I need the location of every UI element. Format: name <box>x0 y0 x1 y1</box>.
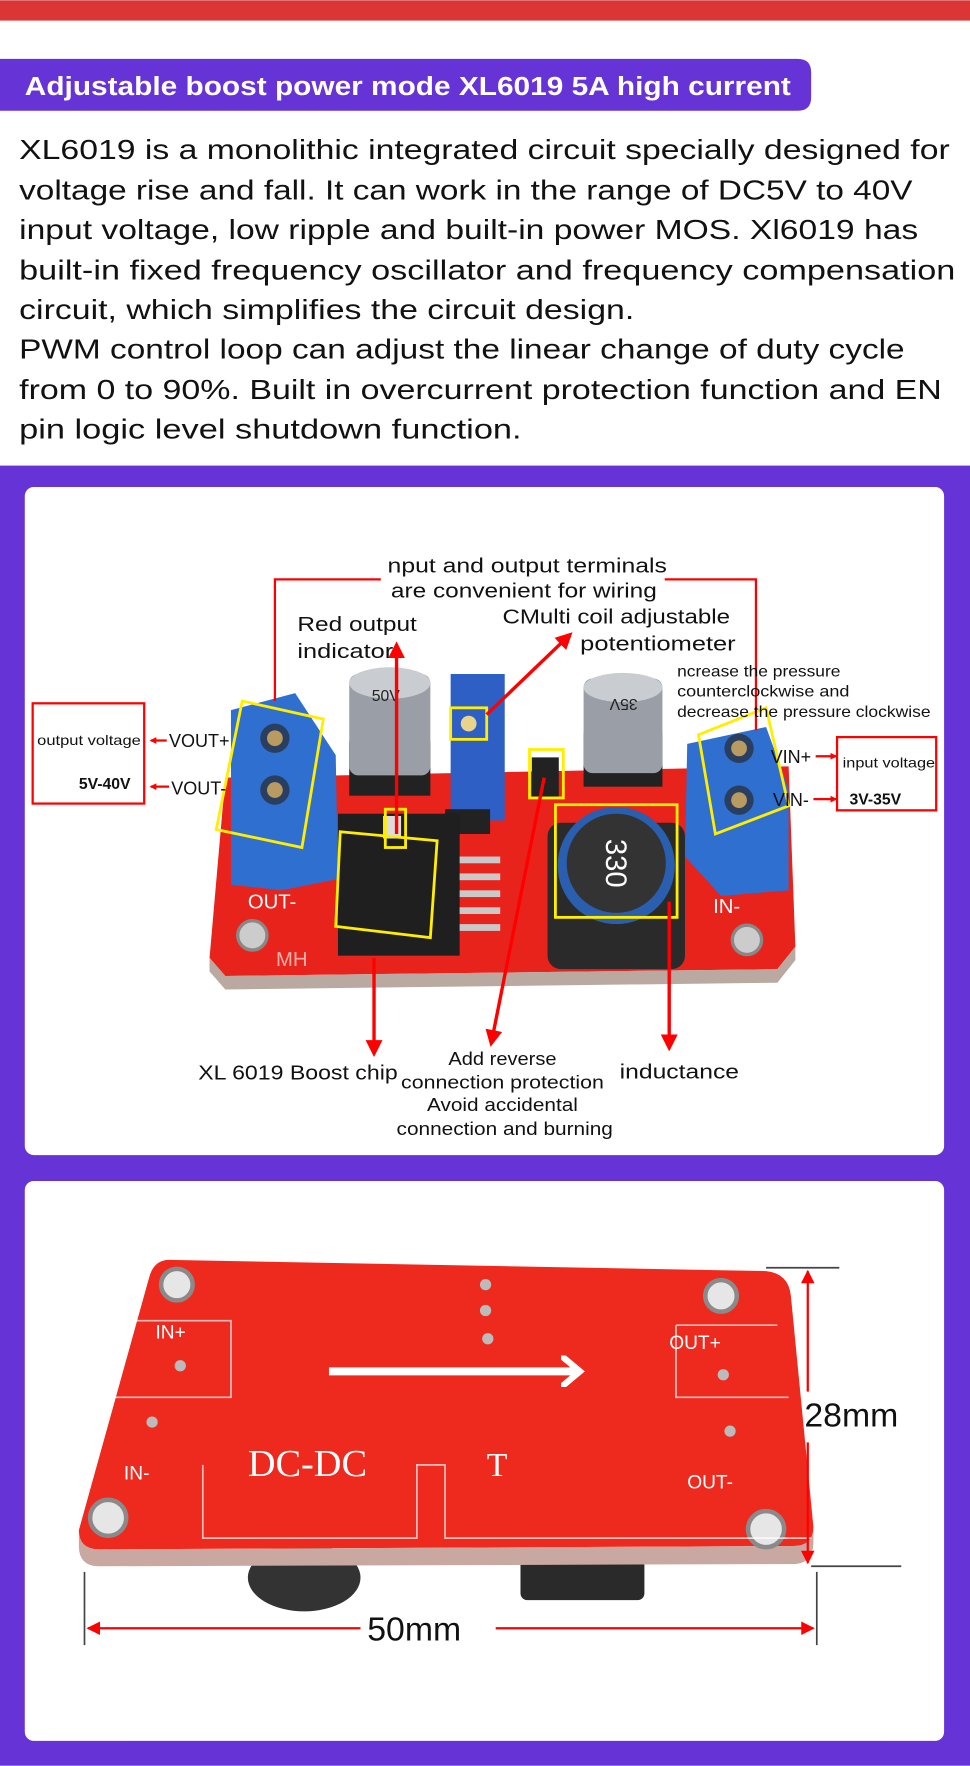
description-line: built-in fixed frequency oscillator and … <box>19 255 955 286</box>
pcb-board-bottom <box>78 1259 814 1550</box>
annotation-arrows <box>365 632 678 1058</box>
output-voltage-label: output voltage <box>37 733 141 748</box>
potentiometer-label: CMulti coil adjustable <box>502 606 730 628</box>
reverse-protection-note: Avoid accidental <box>427 1095 578 1115</box>
vout-minus-label: VOUT- <box>171 779 226 799</box>
pressure-note: counterclockwise and <box>677 684 849 701</box>
inductor-code: 330 <box>599 839 632 888</box>
potentiometer-part <box>450 674 505 821</box>
board-mark-t: T <box>487 1447 508 1484</box>
height-dimension: 28mm <box>804 1397 898 1435</box>
board-mark-mh: MH <box>276 949 308 971</box>
board-mark-dcdc: DC-DC <box>248 1443 367 1485</box>
description-line: PWM control loop can adjust the linear c… <box>19 334 905 365</box>
capacitor-left <box>349 674 431 776</box>
board-mark-in-plus: IN+ <box>155 1323 185 1344</box>
description-line: voltage rise and fall. It can work in th… <box>19 175 913 206</box>
board-mark-out-minus: OUT- <box>248 891 296 913</box>
potentiometer-label: potentiometer <box>580 633 736 655</box>
input-voltage-label: input voltage <box>843 756 935 771</box>
description-line: circuit, which simplifies the circuit de… <box>19 294 634 325</box>
reverse-protection-note: connection and burning <box>397 1119 613 1139</box>
capacitor-right <box>583 678 663 774</box>
width-dimension: 50mm <box>367 1611 461 1649</box>
red-indicator-label: Red output <box>297 614 417 636</box>
chip-label: XL 6019 Boost chip <box>198 1063 397 1085</box>
red-indicator-label: indicator <box>297 641 393 663</box>
description-line: XL6019 is a monolithic integrated circui… <box>19 134 950 165</box>
highlight-boxes <box>214 699 791 940</box>
terminals-note: are convenient for wiring <box>391 580 657 602</box>
terminals-bracket <box>664 578 758 731</box>
page-title: Adjustable boost power mode XL6019 5A hi… <box>25 73 791 101</box>
cap-left-mark: 50V <box>372 688 401 705</box>
vin-minus-label: VIN- <box>773 790 809 810</box>
input-voltage-range: 3V-35V <box>849 792 901 809</box>
dimensions-card: IN+ IN- OUT+ OUT- DC-DC T 28mm 50mm <box>24 1180 945 1741</box>
board-mark-out-plus: OUT+ <box>669 1333 721 1354</box>
pressure-note: ncrease the pressure <box>677 663 841 680</box>
pcb-board-top: OUT- IN- MH 50V 35V <box>209 667 796 990</box>
output-voltage-range: 5V-40V <box>79 776 131 793</box>
vin-plus-label: VIN+ <box>771 747 812 767</box>
description-line: pin logic level shutdown function. <box>19 414 521 445</box>
output-voltage-box <box>31 702 146 805</box>
cap-right-mark: 35V <box>609 695 638 712</box>
terminals-note: nput and output terminals <box>388 556 667 578</box>
terminals-bracket <box>273 578 381 702</box>
pressure-note: decrease the pressure clockwise <box>677 704 931 721</box>
board-mark-in-minus: IN- <box>713 896 740 918</box>
input-voltage-box <box>835 735 938 812</box>
reverse-protection-note: connection protection <box>401 1073 604 1093</box>
board-mark-in-minus: IN- <box>124 1464 150 1485</box>
vout-plus-label: VOUT+ <box>169 731 230 751</box>
description-line: input voltage, low ripple and built-in p… <box>19 214 918 245</box>
description-line: from 0 to 90%. Built in overcurrent prot… <box>19 374 942 405</box>
board-mark-out-minus: OUT- <box>687 1473 733 1494</box>
annotated-board-card: OUT- IN- MH 50V 35V <box>24 487 945 1156</box>
reverse-protection-note: Add reverse <box>448 1049 556 1069</box>
description: XL6019 is a monolithic integrated circui… <box>19 134 955 444</box>
title-banner <box>0 58 812 111</box>
inductance-label: inductance <box>620 1061 739 1083</box>
top-bar <box>0 0 970 21</box>
